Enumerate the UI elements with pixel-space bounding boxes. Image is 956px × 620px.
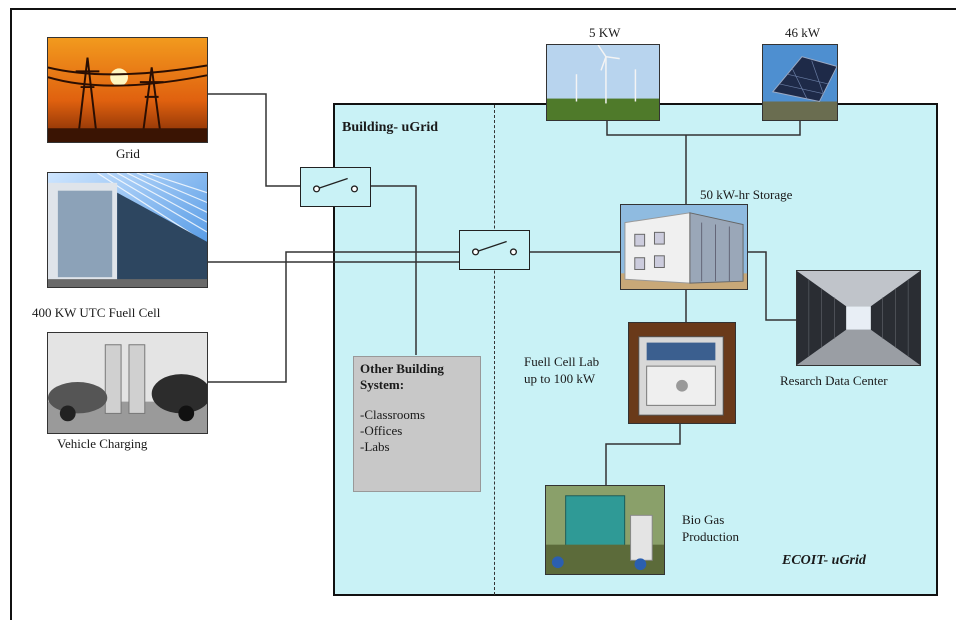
ecoit-ugrid-label: ECOIT- uGrid — [782, 553, 866, 568]
data-center-image — [796, 270, 921, 366]
solar-label: 46 kW — [785, 25, 821, 40]
other-building-item: -Labs — [360, 439, 390, 454]
solar-panel-image — [762, 44, 838, 121]
storage-label: 50 kW-hr Storage — [700, 187, 793, 202]
grid-image — [47, 37, 208, 143]
data-center-label: Resarch Data Center — [780, 373, 888, 388]
biogas-label-line1: Bio Gas — [682, 512, 725, 527]
figure-frame — [10, 8, 956, 620]
fuel-cell-image — [47, 172, 208, 288]
biogas-image — [545, 485, 665, 575]
fuel-cell-lab-image — [628, 322, 736, 424]
vehicle-charging-image — [47, 332, 208, 434]
biogas-label-line2: Production — [682, 529, 740, 544]
other-building-item: -Classrooms — [360, 407, 425, 422]
grid-label: Grid — [116, 146, 140, 161]
ugrid-switch — [459, 230, 530, 270]
grid-switch — [300, 167, 371, 207]
vehicle-charging-label: Vehicle Charging — [57, 436, 148, 451]
other-building-item: -Offices — [360, 423, 403, 438]
building-boundary-dashed-line — [494, 105, 495, 595]
fuel-cell-label: 400 KW UTC Fuell Cell — [32, 305, 161, 320]
storage-image — [620, 204, 748, 290]
other-building-title-line1: Other Building — [360, 361, 444, 376]
wind-turbine-image — [546, 44, 660, 121]
other-building-title-line2: System: — [360, 377, 405, 392]
fuel-cell-lab-label-line1: Fuell Cell Lab — [524, 354, 600, 369]
wind-label: 5 KW — [589, 25, 621, 40]
other-building-system-box: Other Building System: -Classrooms -Offi… — [353, 356, 481, 492]
building-ugrid-label: Building- uGrid — [342, 120, 439, 135]
fuel-cell-lab-label-line2: up to 100 kW — [524, 371, 596, 386]
